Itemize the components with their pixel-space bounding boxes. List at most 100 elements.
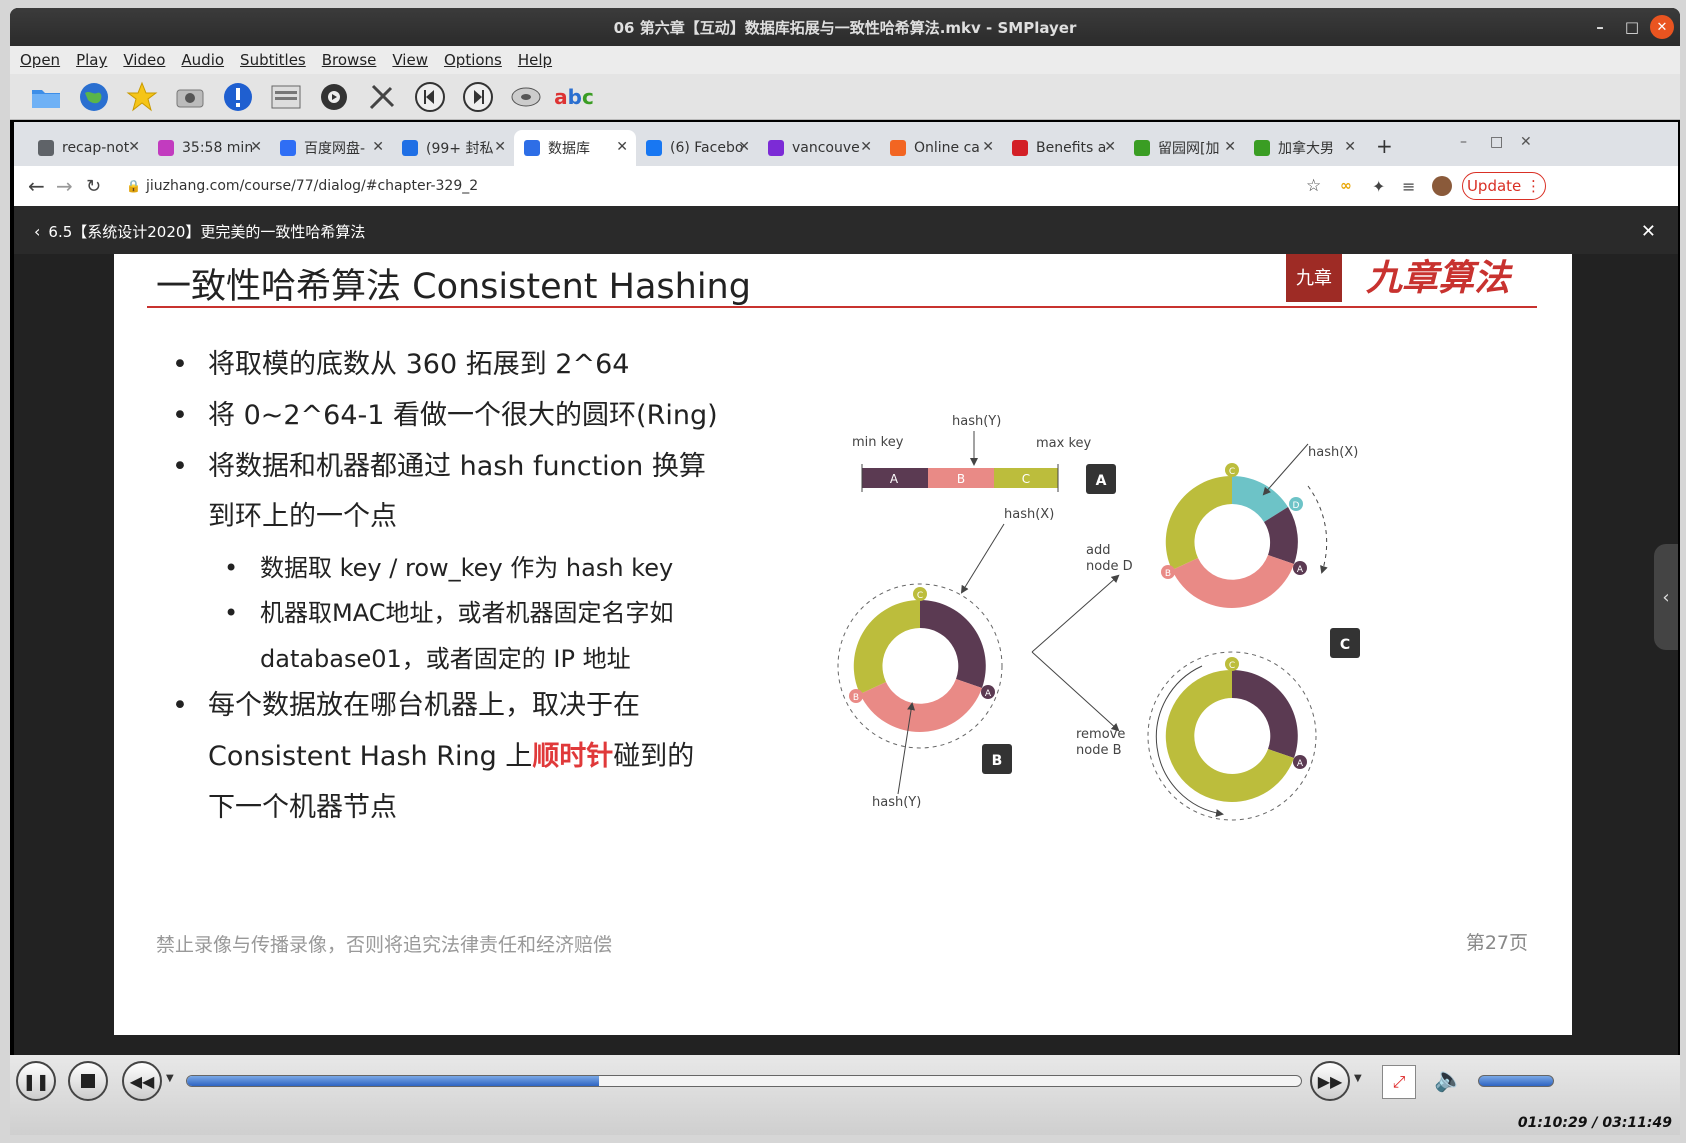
screenshot-camera-icon[interactable] xyxy=(172,79,208,115)
bookmark-star-icon[interactable]: ☆ xyxy=(1306,176,1322,196)
ring-c-purple xyxy=(1264,507,1298,564)
tab-10[interactable]: 留园网[加✕ xyxy=(1124,130,1244,166)
rewind-button[interactable]: ◀◀ xyxy=(122,1061,162,1101)
lock-icon[interactable]: 🔒 xyxy=(126,179,141,193)
back-arrow-icon[interactable]: ← xyxy=(28,174,45,198)
forward-arrow-icon[interactable]: → xyxy=(56,174,73,198)
browser-maximize-button[interactable]: □ xyxy=(1490,134,1504,150)
volume-slider[interactable] xyxy=(1478,1075,1554,1087)
remove-node-label: remove xyxy=(1076,727,1125,742)
close-button[interactable]: ✕ xyxy=(1650,15,1674,39)
tab-close-icon[interactable]: ✕ xyxy=(1224,139,1236,155)
next-icon[interactable] xyxy=(460,79,496,115)
facebook-icon xyxy=(646,140,662,156)
browser-window: recap-not✕35:58 min✕百度网盘-✕(99+ 封私✕数据库✕(6… xyxy=(14,122,1678,256)
tab-close-icon[interactable]: ✕ xyxy=(1344,139,1356,155)
menu-audio[interactable]: Audio xyxy=(181,51,225,69)
tab-6[interactable]: (6) Facebo✕ xyxy=(636,130,758,166)
close-icon[interactable]: ✕ xyxy=(1640,220,1656,242)
svg-text:九章算法: 九章算法 xyxy=(1366,257,1513,299)
tab-close-icon[interactable]: ✕ xyxy=(982,139,994,155)
video-area[interactable]: recap-not✕35:58 min✕百度网盘-✕(99+ 封私✕数据库✕(6… xyxy=(10,120,1680,1055)
audio-disc-icon[interactable] xyxy=(508,79,544,115)
menu-open[interactable]: Open xyxy=(20,51,61,69)
box-a xyxy=(1086,464,1116,494)
fullscreen-icon[interactable]: ⤢ xyxy=(1382,1065,1416,1099)
slide-viewport: 一致性哈希算法 Consistent Hashing 九章 九章算法 •将取模的… xyxy=(14,254,1678,1055)
tab-close-icon[interactable]: ✕ xyxy=(128,139,140,155)
cloud-icon xyxy=(280,140,296,156)
profile-avatar[interactable] xyxy=(1432,176,1452,196)
menu-play[interactable]: Play xyxy=(76,51,108,69)
rewind-menu-chevron-icon[interactable]: ▼ xyxy=(166,1073,174,1084)
playlist-icon[interactable] xyxy=(268,79,304,115)
menu-video[interactable]: Video xyxy=(123,51,166,69)
bullet-4-line2-suffix: 碰到的 xyxy=(613,741,695,772)
forward-button[interactable]: ▶▶ xyxy=(1310,1061,1350,1101)
tab-close-icon[interactable]: ✕ xyxy=(250,139,262,155)
hash-y-label-b: hash(Y) xyxy=(872,795,921,810)
maximize-button[interactable]: □ xyxy=(1624,18,1640,36)
extension-infinity-icon[interactable]: ∞ xyxy=(1340,178,1352,194)
sub-bullet-2-cont: database01，或者固定的 IP 地址 xyxy=(260,645,631,673)
ring-d-node-c xyxy=(1225,657,1239,671)
tab-11[interactable]: 加拿大男✕ xyxy=(1244,130,1364,166)
pause-button[interactable]: ❚❚ xyxy=(16,1061,56,1101)
tab-close-icon[interactable]: ✕ xyxy=(494,139,506,155)
side-panel-toggle-icon[interactable]: ‹ xyxy=(1654,544,1678,650)
ring-c-node-b xyxy=(1161,565,1175,579)
tab-1[interactable]: recap-not✕ xyxy=(28,130,148,166)
menu-view[interactable]: View xyxy=(392,51,428,69)
previous-icon[interactable] xyxy=(412,79,448,115)
player-controls: ❚❚ ◀◀ ▼ ▶▶ ▼ ⤢ 🔈 01:10:29 / 03:11:49 xyxy=(10,1055,1680,1135)
tab-3[interactable]: 百度网盘-✕ xyxy=(270,130,392,166)
info-icon[interactable] xyxy=(220,79,256,115)
tab-close-icon[interactable]: ✕ xyxy=(616,139,628,155)
hash-y-label-top: hash(Y) xyxy=(952,414,1001,429)
url-text[interactable]: jiuzhang.com/course/77/dialog/#chapter-3… xyxy=(146,178,479,194)
globe-icon[interactable] xyxy=(76,79,112,115)
volume-speaker-icon[interactable]: 🔈 xyxy=(1434,1065,1464,1093)
ring-c-clockwise-arrow xyxy=(1307,485,1328,574)
tab-close-icon[interactable]: ✕ xyxy=(372,139,384,155)
tab-9[interactable]: Benefits a✕ xyxy=(1002,130,1124,166)
ring-c-node-a-label: A xyxy=(1297,565,1304,575)
browser-close-button[interactable]: ✕ xyxy=(1520,134,1532,150)
chevron-left-icon[interactable]: ‹ xyxy=(34,221,41,241)
update-button[interactable]: Update ⋮ xyxy=(1462,172,1546,200)
extensions-puzzle-icon[interactable]: ✦ xyxy=(1372,176,1386,196)
reload-icon[interactable]: ↻ xyxy=(86,175,102,197)
bullet-1: •将取模的底数从 360 拓展到 2^64 xyxy=(172,349,630,380)
tab-2[interactable]: 35:58 min✕ xyxy=(148,130,270,166)
sub-bullet-2: •机器取MAC地址，或者机器固定名字如 xyxy=(224,599,674,627)
preferences-tools-icon[interactable] xyxy=(364,79,400,115)
reading-list-icon[interactable]: ≡ xyxy=(1402,176,1416,196)
tab-5[interactable]: 数据库✕ xyxy=(514,130,636,166)
browser-minimize-button[interactable]: – xyxy=(1460,134,1467,150)
tab-4[interactable]: (99+ 封私✕ xyxy=(392,130,514,166)
tab-8[interactable]: Online ca✕ xyxy=(880,130,1002,166)
tab-close-icon[interactable]: ✕ xyxy=(860,139,872,155)
menu-options[interactable]: Options xyxy=(443,51,502,69)
segment-c xyxy=(994,468,1058,488)
forward-menu-chevron-icon[interactable]: ▼ xyxy=(1354,1073,1362,1084)
tab-close-icon[interactable]: ✕ xyxy=(738,139,750,155)
menu-subtitles[interactable]: Subtitles xyxy=(240,51,306,69)
menu-browse[interactable]: Browse xyxy=(321,51,377,69)
ring-d-node-a xyxy=(1293,755,1307,769)
bullet-4-line2: Consistent Hash Ring 上顺时针碰到的 xyxy=(208,730,694,784)
tab-7[interactable]: vancouve✕ xyxy=(758,130,880,166)
minimize-button[interactable]: – xyxy=(1596,18,1604,36)
stop-button[interactable] xyxy=(68,1061,108,1101)
favorites-star-icon[interactable] xyxy=(124,79,160,115)
new-tab-icon[interactable]: + xyxy=(1376,134,1393,158)
ring-b: C A B xyxy=(837,583,1003,749)
film-icon[interactable] xyxy=(316,79,352,115)
add-node-label-2: node D xyxy=(1086,559,1133,574)
open-folder-icon[interactable] xyxy=(28,79,64,115)
tab-close-icon[interactable]: ✕ xyxy=(1104,139,1116,155)
seek-bar[interactable] xyxy=(186,1075,1302,1087)
menu-help[interactable]: Help xyxy=(517,51,553,69)
